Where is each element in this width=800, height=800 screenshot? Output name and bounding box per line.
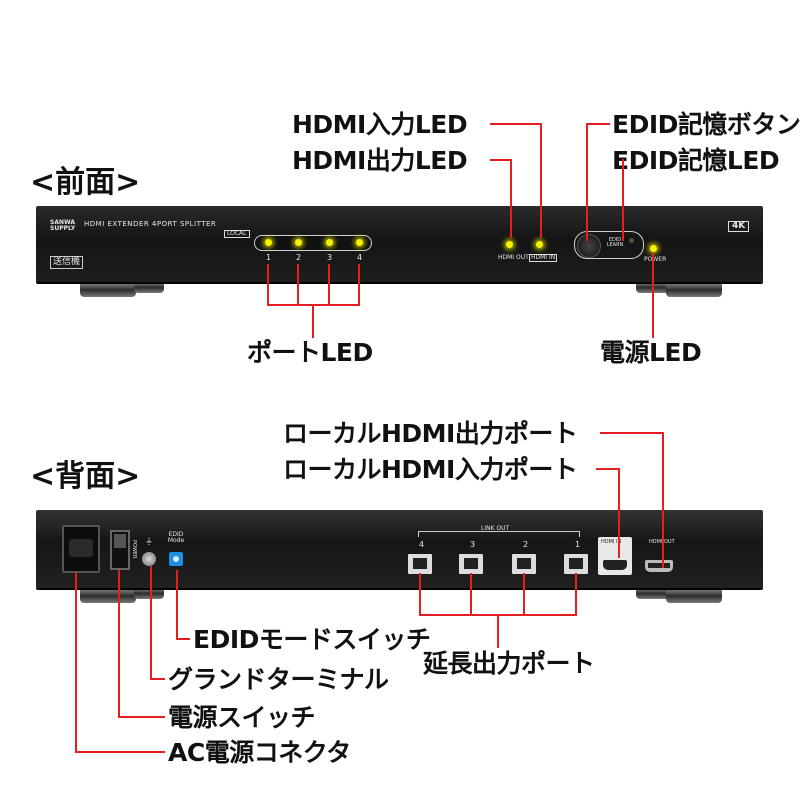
line-ground-h: [150, 678, 165, 680]
model-text: HDMI EXTENDER 4PORT SPLITTER: [84, 220, 217, 228]
power-text: POWER: [644, 256, 667, 263]
edid-learn-panel: [574, 231, 644, 259]
back-device-panel: POWER ⏚ EDID Mode LINK OUT 4 3 2 1 HDMI …: [36, 510, 763, 588]
hdmi-in-port-text: HDMI IN: [601, 539, 622, 545]
4k-badge: 4K: [728, 221, 750, 232]
edid-led: [629, 238, 634, 243]
line-power-led-v: [652, 253, 654, 338]
ground-symbol: ⏚: [145, 537, 153, 546]
edid-mode-switch[interactable]: [169, 552, 183, 566]
port-number-1: 1: [266, 253, 272, 262]
line-edid-button-v: [586, 123, 588, 241]
line-hdmi-out-v: [510, 159, 512, 238]
line-ac-h: [75, 751, 165, 753]
line-link-port-down: [497, 614, 499, 648]
front-section-label: <前面>: [30, 165, 141, 200]
line-power-switch-h: [118, 716, 165, 718]
port-led-2: [295, 239, 302, 246]
line-port-led-2: [297, 264, 299, 306]
callout-edid-mode-switch: EDIDモードスイッチ: [193, 625, 431, 654]
hdmi-in-text: HDMI IN: [529, 254, 558, 262]
port-number-3: 3: [327, 253, 333, 262]
sender-badge: 送信機: [50, 256, 84, 269]
power-led: [650, 245, 657, 252]
callout-ac-connector: AC電源コネクタ: [168, 738, 351, 767]
power-switch-text: POWER: [131, 540, 137, 559]
line-link-port-3: [470, 573, 472, 616]
front-foot-left-1: [80, 279, 136, 297]
local-hdmi-in-port[interactable]: [603, 560, 627, 570]
front-device-panel: SANWA SUPPLY HDMI EXTENDER 4PORT SPLITTE…: [36, 206, 763, 282]
callout-local-hdmi-in-port: ローカルHDMI入力ポート: [283, 455, 578, 484]
front-foot-right-2: [666, 279, 722, 297]
link-out-bracket: [418, 531, 580, 537]
hdmi-in-led: [536, 241, 543, 248]
line-port-led-4: [358, 264, 360, 306]
back-foot-right-2: [666, 585, 722, 603]
port-led-window: [254, 235, 372, 251]
link-out-port-3[interactable]: [459, 554, 483, 574]
link-port-number-2: 2: [523, 540, 529, 549]
line-hdmi-out-port-v: [662, 432, 664, 568]
callout-hdmi-in-led: HDMI入力LED: [292, 110, 468, 139]
back-foot-left-2: [134, 585, 164, 599]
line-link-port-2: [523, 573, 525, 616]
back-foot-right-1: [636, 585, 670, 599]
power-switch[interactable]: [110, 530, 130, 570]
callout-power-led: 電源LED: [600, 338, 702, 367]
local-badge: LOCAL: [224, 230, 250, 238]
callout-extension-out-port: 延長出力ポート: [423, 649, 595, 678]
line-link-port-4: [419, 573, 421, 616]
line-edid-mode-v: [176, 570, 178, 640]
link-out-port-4[interactable]: [408, 554, 432, 574]
line-edid-mode-h: [176, 638, 190, 640]
line-hdmi-out-port-h: [600, 432, 664, 434]
port-led-3: [326, 239, 333, 246]
edid-learn-text: EDID LEARN: [606, 237, 624, 248]
callout-port-led: ポートLED: [247, 338, 373, 367]
back-foot-left-1: [80, 585, 136, 603]
callout-local-hdmi-out-port: ローカルHDMI出力ポート: [283, 419, 578, 448]
hdmi-out-text: HDMI OUT: [498, 254, 529, 261]
back-section-label: <背面>: [30, 459, 141, 494]
link-out-text: LINK OUT: [481, 525, 510, 532]
callout-ground-terminal: グランドターミナル: [168, 665, 389, 694]
callout-power-switch: 電源スイッチ: [168, 703, 316, 732]
port-number-2: 2: [296, 253, 302, 262]
link-out-port-1[interactable]: [564, 554, 588, 574]
hdmi-out-port-text: HDMI OUT: [649, 539, 675, 545]
line-hdmi-in-h: [490, 123, 542, 125]
line-hdmi-in-v: [540, 123, 542, 238]
line-hdmi-in-port-h: [596, 468, 620, 470]
line-port-led-1: [267, 264, 269, 306]
link-port-number-4: 4: [419, 540, 425, 549]
port-led-4: [356, 239, 363, 246]
callout-hdmi-out-led: HDMI出力LED: [292, 146, 468, 175]
line-ground-v: [150, 566, 152, 680]
callout-edid-led: EDID記憶LED: [612, 146, 780, 175]
ground-terminal[interactable]: [142, 552, 156, 566]
line-port-led-down: [312, 304, 314, 338]
line-edid-led-v: [622, 159, 624, 241]
link-port-number-1: 1: [575, 540, 581, 549]
line-port-led-3: [328, 264, 330, 306]
callout-edid-button: EDID記憶ボタン: [612, 110, 800, 139]
port-led-1: [265, 239, 272, 246]
line-edid-button-h: [586, 123, 610, 125]
hdmi-out-led: [506, 241, 513, 248]
port-number-4: 4: [357, 253, 363, 262]
link-port-number-3: 3: [470, 540, 476, 549]
line-hdmi-in-port-v: [618, 468, 620, 558]
ac-connector[interactable]: [62, 525, 100, 573]
line-link-port-1: [575, 573, 577, 616]
line-hdmi-out-h: [490, 159, 512, 161]
link-out-port-2[interactable]: [512, 554, 536, 574]
front-foot-left-2: [134, 279, 164, 293]
local-hdmi-out-port[interactable]: [645, 560, 673, 572]
edid-learn-button[interactable]: [577, 234, 601, 258]
line-power-switch-v: [118, 570, 120, 718]
edid-mode-text: EDID Mode: [167, 531, 185, 544]
brand-logo: SANWA SUPPLY: [50, 219, 76, 232]
line-ac-v: [75, 572, 77, 753]
